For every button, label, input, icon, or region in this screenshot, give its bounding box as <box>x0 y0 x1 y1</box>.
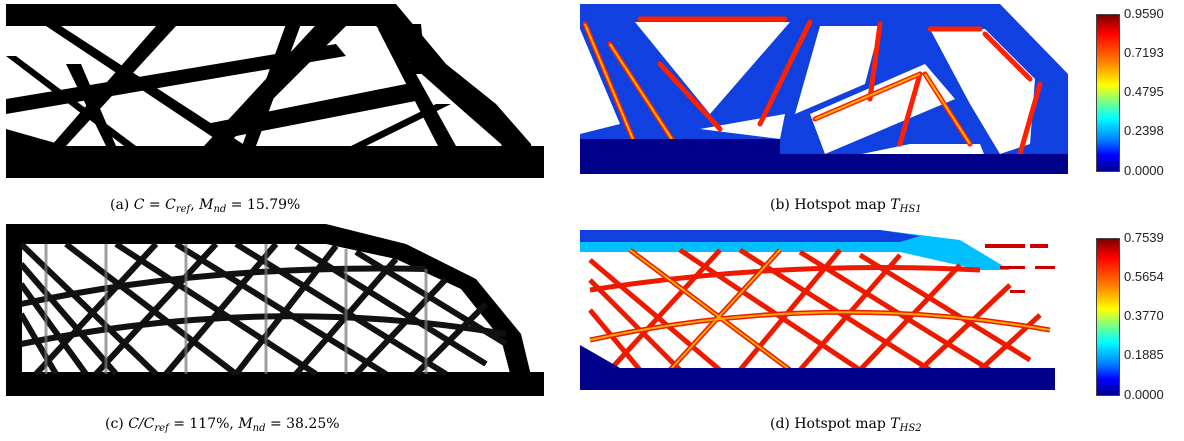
panel-c-topology <box>6 224 544 396</box>
colorbar-1-tick-3: 0.2398 <box>1124 123 1164 138</box>
colorbar-1-tick-4: 0.0000 <box>1124 163 1164 178</box>
colorbar-2-tick-4: 0.0000 <box>1124 387 1164 402</box>
caption-d: (d) Hotspot map THS2 <box>770 416 922 434</box>
caption-a: (a) C = Cref, Mnd = 15.79% <box>110 197 301 215</box>
colorbar-2-tick-1: 0.5654 <box>1124 269 1164 284</box>
panel-d-hotspot-map <box>580 230 1068 390</box>
colorbar-2-tick-0: 0.7539 <box>1124 230 1164 245</box>
colorbar-2 <box>1096 238 1120 396</box>
panel-a-topology <box>6 4 544 178</box>
colorbar-2-tick-3: 0.1885 <box>1124 347 1164 362</box>
colorbar-1-tick-1: 0.7193 <box>1124 45 1164 60</box>
colorbar-1-tick-0: 0.9590 <box>1124 6 1164 21</box>
caption-c: (c) C/Cref = 117%, Mnd = 38.25% <box>105 416 340 434</box>
colorbar-2-tick-2: 0.3770 <box>1124 308 1164 323</box>
panel-b-hotspot-map <box>580 4 1068 174</box>
colorbar-1-tick-2: 0.4795 <box>1124 84 1164 99</box>
colorbar-1 <box>1096 14 1120 172</box>
caption-b: (b) Hotspot map THS1 <box>770 197 922 215</box>
